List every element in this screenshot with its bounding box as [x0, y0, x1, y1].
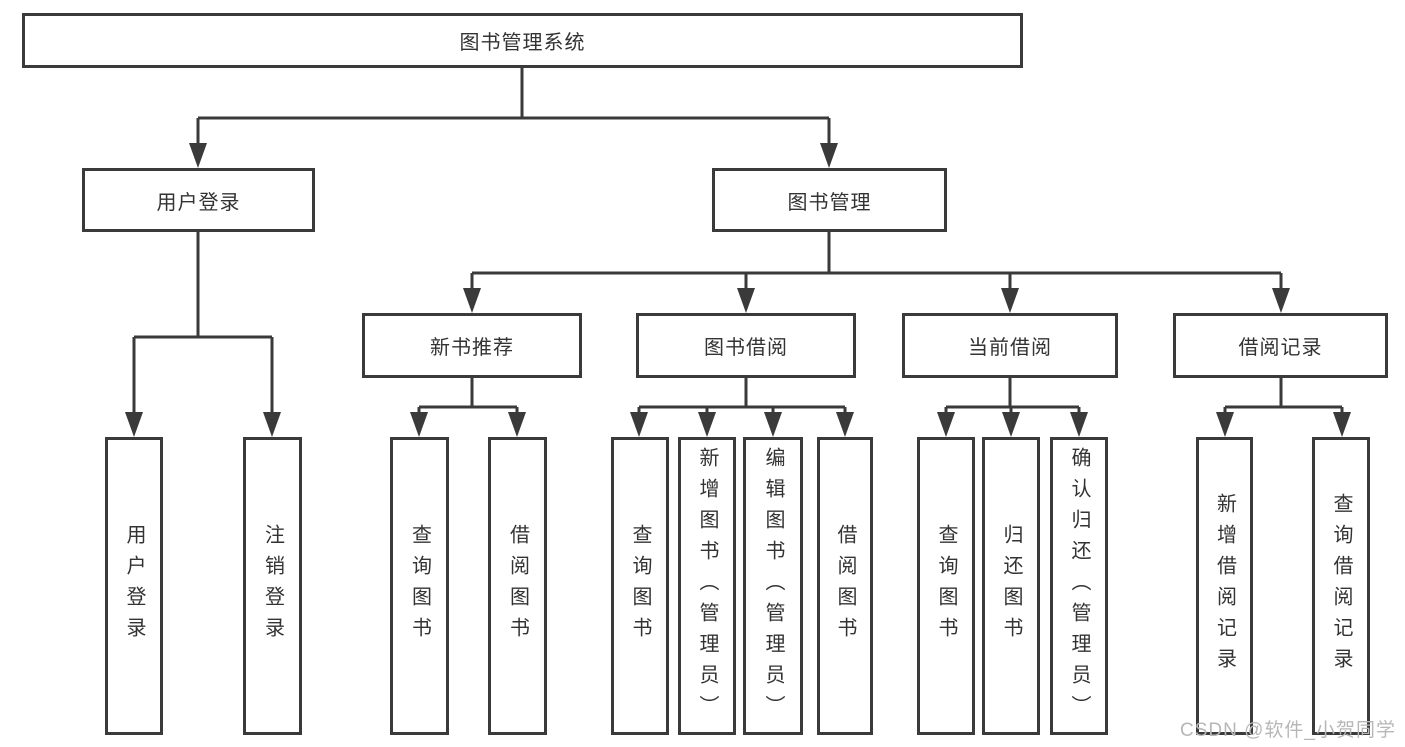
- leaf-query-books-borrow: 查询图书: [611, 437, 669, 735]
- arrowhead-icon: [508, 412, 526, 437]
- node-user-login: 用户登录: [82, 168, 315, 232]
- leaf-borrow-books: 借阅图书: [817, 437, 873, 735]
- node-book-borrow: 图书借阅: [636, 313, 856, 378]
- arrowhead-icon: [1333, 412, 1351, 437]
- leaf-logout: 注销登录: [243, 437, 302, 735]
- leaf-query-borrow-record: 查询借阅记录: [1312, 437, 1370, 735]
- leaf-query-books-recommend: 查询图书: [390, 437, 449, 735]
- leaf-return-books: 归还图书: [982, 437, 1040, 735]
- leaf-query-books-current: 查询图书: [917, 437, 975, 735]
- leaf-add-borrow-record: 新增借阅记录: [1196, 437, 1253, 735]
- arrowhead-icon: [630, 412, 648, 437]
- arrowhead-icon: [125, 412, 143, 437]
- node-root: 图书管理系统: [22, 13, 1023, 68]
- arrowhead-icon: [820, 143, 838, 168]
- arrowhead-icon: [937, 412, 955, 437]
- leaf-borrow-books-recommend: 借阅图书: [488, 437, 547, 735]
- connector-lines: [132, 68, 1344, 416]
- leaf-edit-book-admin: 编辑图书（管理员）: [743, 437, 803, 735]
- node-new-book-recommend: 新书推荐: [362, 313, 582, 378]
- leaf-add-book-admin: 新增图书（管理员）: [678, 437, 736, 735]
- arrowheads-group: [125, 143, 1351, 437]
- arrowhead-icon: [698, 412, 716, 437]
- node-borrow-records: 借阅记录: [1173, 313, 1388, 378]
- node-book-management: 图书管理: [712, 168, 947, 232]
- arrowhead-icon: [1002, 412, 1020, 437]
- arrowhead-icon: [764, 412, 782, 437]
- arrowhead-icon: [189, 143, 207, 168]
- arrowhead-icon: [263, 412, 281, 437]
- leaf-confirm-return-admin: 确认归还（管理员）: [1050, 437, 1108, 735]
- arrowhead-icon: [737, 288, 755, 313]
- leaf-user-login: 用户登录: [105, 437, 163, 735]
- arrowhead-icon: [1216, 412, 1234, 437]
- arrowhead-icon: [836, 412, 854, 437]
- arrowhead-icon: [463, 288, 481, 313]
- arrowhead-icon: [1070, 412, 1088, 437]
- arrowhead-icon: [1001, 288, 1019, 313]
- arrowhead-icon: [1272, 288, 1290, 313]
- arrowhead-icon: [410, 412, 428, 437]
- node-current-borrow: 当前借阅: [902, 313, 1118, 378]
